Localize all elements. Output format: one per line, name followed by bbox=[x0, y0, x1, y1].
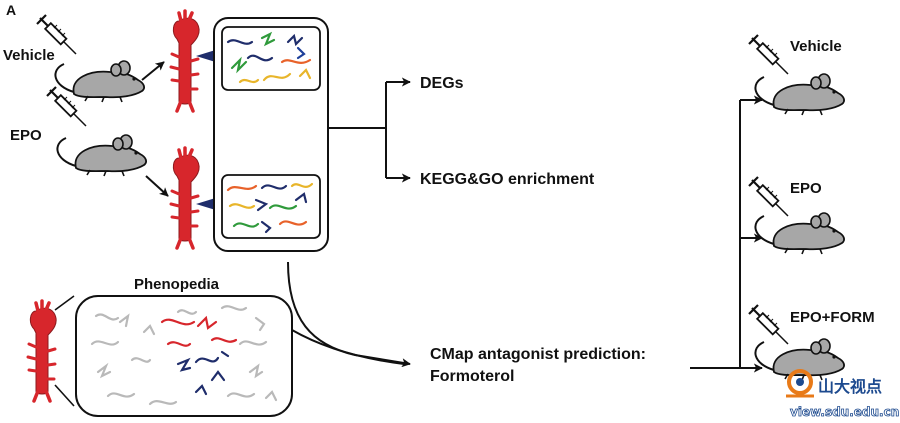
cmap-line-1: CMap antagonist prediction: bbox=[430, 346, 646, 363]
arrow-mouse-to-aorta bbox=[141, 61, 165, 81]
watermark-name: 山大视点 bbox=[818, 377, 882, 396]
panel-label: A bbox=[6, 2, 16, 18]
mouse-icon bbox=[754, 212, 846, 255]
mouse-icon bbox=[56, 134, 148, 177]
zoom-line bbox=[54, 384, 75, 407]
syringe-icon bbox=[747, 33, 790, 76]
connector-line bbox=[291, 329, 405, 365]
epo-right-label: EPO bbox=[790, 180, 822, 197]
aorta-icon bbox=[169, 146, 201, 250]
phenopedia-box bbox=[75, 295, 293, 417]
cmap-line-2: Formoterol bbox=[430, 368, 514, 385]
mouse-icon bbox=[54, 60, 146, 103]
gene-squiggles bbox=[226, 31, 314, 234]
epo-left-label: EPO bbox=[10, 127, 42, 144]
syringe-icon bbox=[747, 175, 790, 218]
phenopedia-gene-squiggles bbox=[90, 305, 278, 406]
epo-form-right-label: EPO+FORM bbox=[790, 309, 875, 326]
aorta-icon bbox=[169, 9, 201, 113]
vehicle-right-label: Vehicle bbox=[790, 38, 842, 55]
vehicle-left-label: Vehicle bbox=[3, 47, 55, 64]
degs-label: DEGs bbox=[420, 75, 464, 92]
mouse-icon bbox=[754, 338, 846, 381]
arrow-mouse-to-aorta bbox=[145, 175, 169, 197]
mouse-icon bbox=[754, 73, 846, 116]
arrow-to-cmap bbox=[287, 261, 411, 368]
watermark-url: view.sdu.edu.cn bbox=[790, 405, 899, 419]
phenopedia-label: Phenopedia bbox=[134, 276, 220, 293]
watermark: 山大视点 view.sdu.edu.cn bbox=[786, 369, 900, 419]
watermark-logo-icon bbox=[786, 369, 814, 398]
zoom-line bbox=[54, 295, 75, 311]
syringe-icon bbox=[747, 303, 790, 346]
aorta-icon bbox=[26, 299, 58, 403]
kegg-go-label: KEGG&GO enrichment bbox=[420, 171, 595, 188]
